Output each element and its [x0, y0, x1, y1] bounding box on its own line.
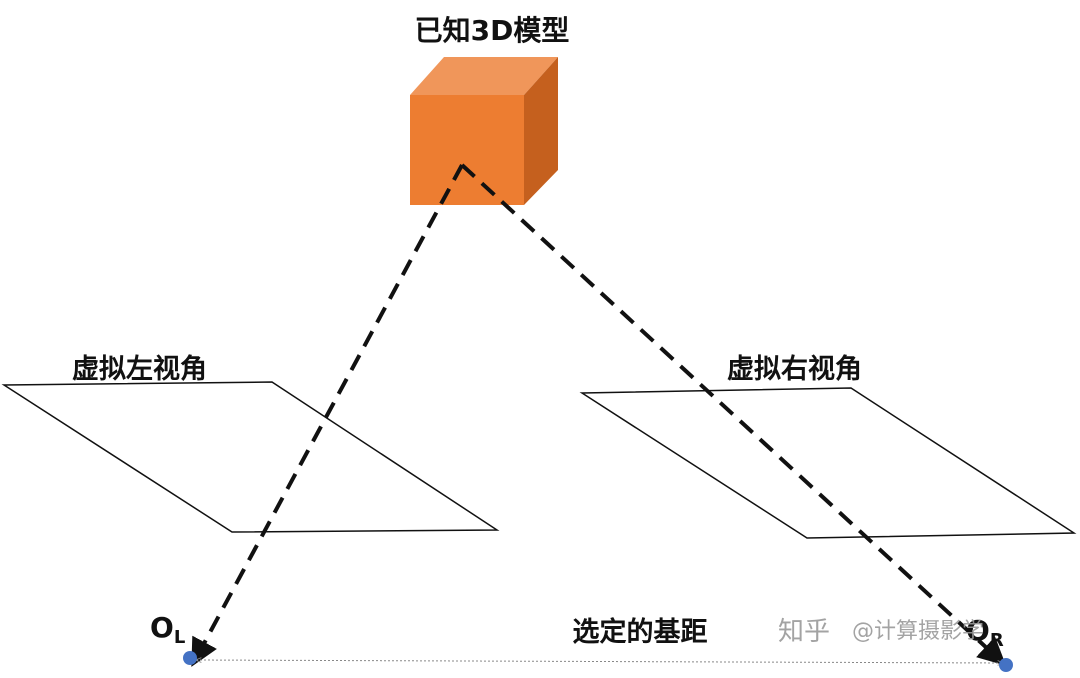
- right-projection-ray: [460, 163, 1007, 666]
- right-origin-label: OR: [966, 614, 1004, 651]
- cube-top-face: [410, 57, 558, 95]
- watermark-brand: 知乎: [778, 617, 830, 647]
- left-origin-letter: O: [150, 611, 174, 644]
- left-projection-ray: [191, 164, 464, 667]
- right-origin-letter: O: [966, 614, 990, 647]
- left-origin-subscript: L: [174, 627, 185, 648]
- cube-front-face: [410, 95, 524, 205]
- right-origin-subscript: R: [990, 630, 1004, 651]
- model-label: 已知3D模型: [415, 14, 570, 47]
- left-origin-label: OL: [150, 611, 185, 648]
- right-view-plane: [579, 387, 1077, 539]
- baseline-line: [196, 660, 1003, 663]
- right-view-label: 虚拟右视角: [727, 353, 862, 385]
- watermark-account: @计算摄影学: [852, 619, 984, 644]
- cube-3d-model: [410, 57, 558, 205]
- cube-side-face: [524, 57, 558, 205]
- left-camera-point: [183, 651, 197, 665]
- right-camera-point: [999, 658, 1013, 672]
- left-view-plane: [1, 381, 500, 533]
- watermark: 知乎 @计算摄影学: [778, 617, 984, 647]
- left-view-label: 虚拟左视角: [72, 353, 207, 385]
- baseline-label: 选定的基距: [573, 616, 708, 648]
